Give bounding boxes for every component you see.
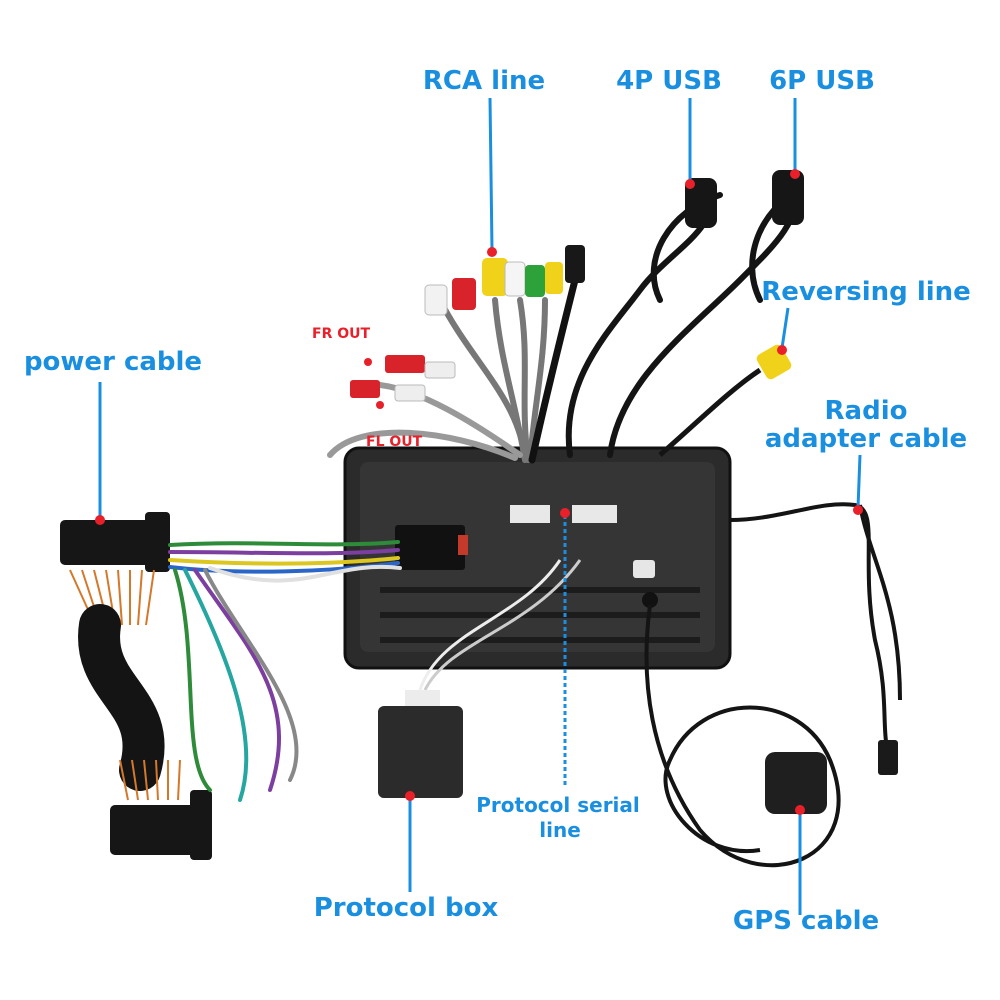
gps-cable-label: GPS cable <box>732 906 880 936</box>
protocol-serial-label-line2: line <box>539 818 581 842</box>
usb-6p-plug <box>772 170 804 225</box>
protocol-box-label: Protocol box <box>313 893 499 923</box>
radio-adapter-plug <box>878 740 898 775</box>
fr-out-label: FR OUT <box>312 326 371 342</box>
fl-out-label: FL OUT <box>366 434 423 450</box>
radio-adapter-label-line2: adapter cable <box>764 424 968 454</box>
rca-bundle <box>327 276 579 464</box>
marker-dots <box>95 169 863 815</box>
rca-line-label: RCA line <box>422 66 546 96</box>
usb-4p-label: 4P USB <box>616 66 722 96</box>
gps-cable <box>644 604 841 868</box>
reversing-line-label: Reversing line <box>761 277 971 307</box>
protocol-serial-label-line1: Protocol serial <box>476 793 640 817</box>
usb-6p-label: 6P USB <box>769 66 875 96</box>
rca-plugs <box>350 245 585 402</box>
radio-adapter-label-line1: Radio <box>824 396 908 426</box>
leader-lines <box>98 97 862 915</box>
radio-adapter-cable <box>729 502 902 761</box>
usb-cables <box>565 182 803 458</box>
head-unit <box>343 446 732 670</box>
power-cable-label: power cable <box>23 347 203 377</box>
power-harness <box>60 512 402 860</box>
usb-4p-plug <box>685 178 717 228</box>
protocol-box <box>378 559 582 798</box>
